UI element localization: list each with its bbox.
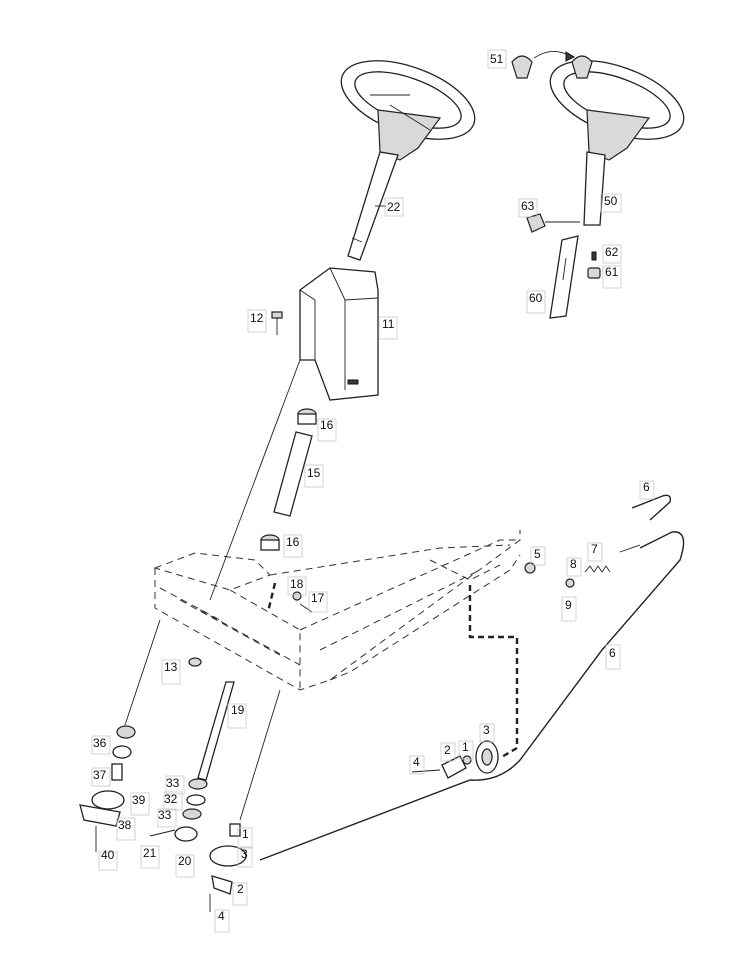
pulley-stack-center [149, 778, 208, 842]
callout-51: 51 [490, 52, 504, 66]
bracket-11 [299, 267, 379, 401]
dashed-steering-link [266, 582, 277, 613]
chassis-frame [153, 530, 521, 691]
callout-36: 36 [93, 736, 107, 750]
callout-12: 12 [250, 311, 264, 325]
callout-32: 32 [164, 792, 178, 806]
callout-38: 38 [118, 818, 132, 832]
callout-61: 61 [605, 265, 619, 279]
callout-21: 21 [143, 846, 157, 860]
spring-7 [584, 565, 611, 573]
callout-50: 50 [604, 194, 618, 208]
pin-63 [526, 213, 580, 233]
callout-62: 62 [605, 245, 619, 259]
callout-16-upper: 16 [320, 418, 334, 432]
callout-18: 18 [290, 577, 304, 591]
callout-1-lower: 1 [242, 827, 249, 841]
steering-wheel-main [340, 60, 476, 161]
steering-shaft-22 [347, 151, 399, 261]
pulley-stack-right [209, 823, 247, 912]
nut-13 [188, 657, 202, 667]
callouts: 51 22 50 63 62 61 60 12 11 16 15 16 6 7 … [91, 49, 655, 933]
callout-9: 9 [565, 598, 572, 612]
bushing-16-lower [260, 534, 280, 551]
tube-15 [273, 431, 313, 517]
callout-17: 17 [311, 591, 325, 605]
callout-2-mid: 2 [444, 743, 451, 757]
callout-63: 63 [521, 199, 535, 213]
callout-4-lower: 4 [218, 909, 225, 923]
assembly-line-left [124, 619, 161, 726]
knob-51 [511, 51, 593, 79]
cable-6 [259, 494, 685, 861]
callout-3-lower: 3 [241, 847, 248, 861]
callout-60: 60 [529, 291, 543, 305]
callout-19: 19 [231, 703, 245, 717]
callout-22: 22 [387, 200, 401, 214]
assembly-line-column [209, 359, 301, 601]
callout-40: 40 [101, 848, 115, 862]
callout-7: 7 [591, 542, 598, 556]
callout-3-mid: 3 [483, 723, 490, 737]
callout-4-mid: 4 [413, 755, 420, 769]
callout-13: 13 [164, 660, 178, 674]
callout-5: 5 [534, 547, 541, 561]
callout-15: 15 [307, 466, 321, 480]
callout-6-upper: 6 [643, 480, 650, 494]
callout-16-lower: 16 [286, 535, 300, 549]
bolt-12 [271, 311, 283, 335]
bolt-17-18 [292, 591, 313, 613]
pulley-stack-left [79, 725, 136, 852]
shaft-19 [197, 681, 235, 781]
callout-39: 39 [132, 793, 146, 807]
callout-1-mid: 1 [462, 740, 469, 754]
callout-33-lower: 33 [158, 808, 172, 822]
part-61-62 [587, 251, 601, 279]
callout-37: 37 [93, 768, 107, 782]
washer-8-9 [565, 578, 575, 588]
callout-8: 8 [570, 557, 577, 571]
callout-11: 11 [382, 317, 395, 331]
idler-assembly [411, 740, 499, 779]
shaft-60 [549, 235, 579, 319]
callout-20: 20 [178, 854, 192, 868]
bushing-16-upper [297, 408, 317, 425]
assembly-line-right [239, 689, 281, 821]
nut-5 [524, 562, 536, 574]
callout-6-lower: 6 [609, 646, 616, 660]
callout-2-lower: 2 [237, 882, 244, 896]
steering-wheel-alt [549, 60, 685, 226]
dashed-cable-run [468, 585, 519, 760]
callout-33-upper: 33 [166, 776, 180, 790]
